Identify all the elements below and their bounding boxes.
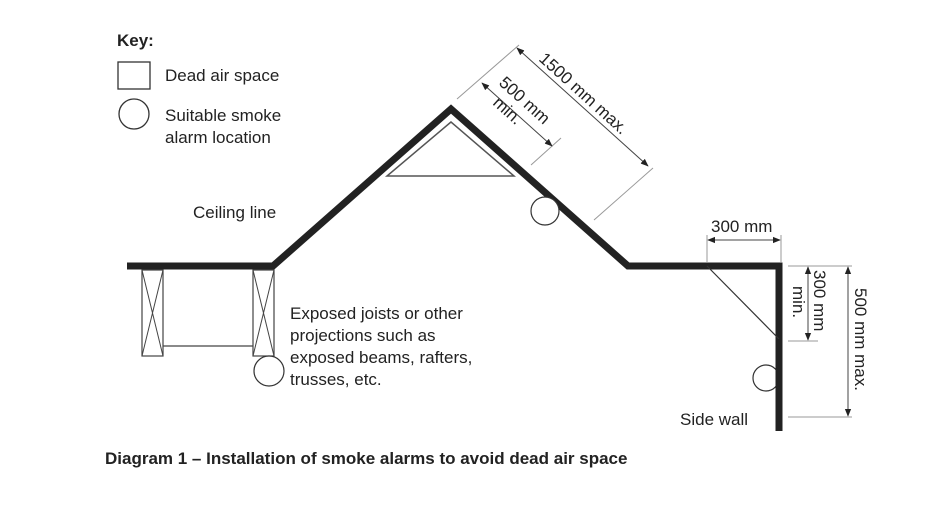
ceiling-line-label: Ceiling line (193, 203, 276, 222)
key-dead-air-label: Dead air space (165, 66, 279, 85)
joist-smoke-alarm-circle (253, 355, 285, 387)
slope-min-dimension (481, 82, 553, 147)
slope-max-label: 1500 mm max. (535, 49, 631, 138)
left-joist (141, 269, 164, 357)
ceiling-outline (127, 104, 783, 431)
wall-smoke-alarm-circle (752, 364, 780, 392)
apex-dead-air-triangle (384, 121, 517, 177)
joists-label-line4: trusses, etc. (290, 370, 382, 389)
slope-smoke-alarm-circle (530, 196, 560, 226)
wall-horizontal-label: 300 mm (711, 217, 772, 236)
key-alarm-label-line2: alarm location (165, 128, 271, 147)
joists-label-line1: Exposed joists or other (290, 304, 463, 323)
wall-min-label-line1: 300 mm (810, 270, 829, 331)
joists-label-line3: exposed beams, rafters, (290, 348, 472, 367)
slope-max-dimension (516, 47, 649, 167)
key-title: Key: (117, 31, 154, 50)
diagram-caption: Diagram 1 – Installation of smoke alarms… (105, 449, 627, 468)
wall-max-label: 500 mm max. (851, 288, 870, 391)
smoke-alarm-key-circle (118, 98, 150, 130)
right-joist (252, 269, 275, 357)
key-alarm-label-line1: Suitable smoke (165, 106, 281, 125)
joists-label-line2: projections such as (290, 326, 436, 345)
side-wall-label: Side wall (680, 410, 748, 429)
wall-extension-lines (706, 235, 852, 418)
dead-air-space-key-square (117, 61, 151, 90)
wall-min-label-line2: min. (789, 286, 808, 318)
corner-dead-air-line (706, 265, 780, 340)
